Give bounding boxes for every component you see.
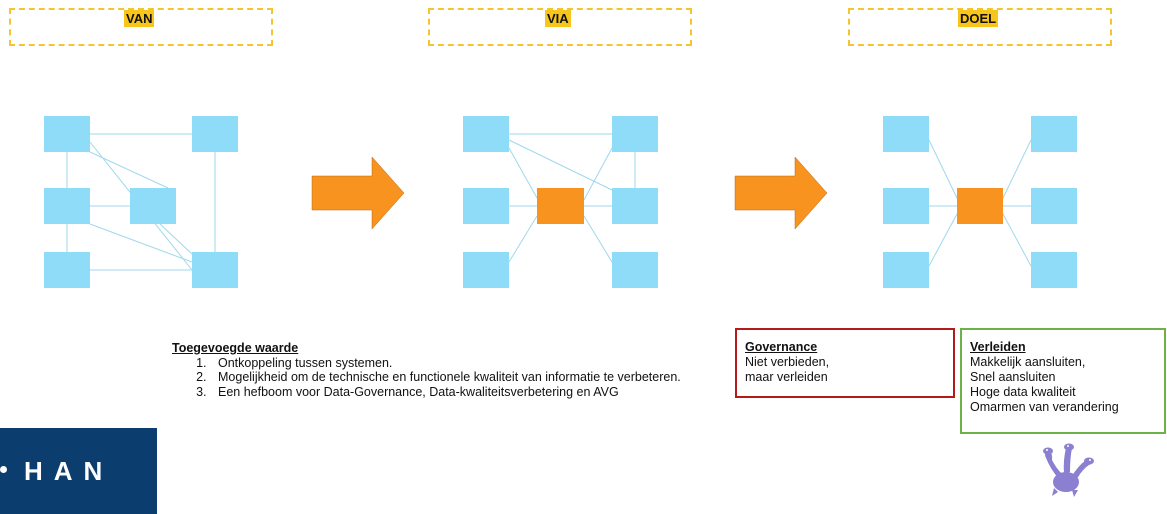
verleiden-box: Verleiden Makkelijk aansluiten, Snel aan… bbox=[960, 328, 1166, 434]
added-value-item: Mogelijkheid om de technische en functio… bbox=[210, 370, 712, 385]
stage-van-label: VAN bbox=[124, 10, 155, 27]
van-node bbox=[44, 188, 90, 224]
stage-via-box bbox=[428, 8, 692, 46]
added-value-list: Ontkoppeling tussen systemen. Mogelijkhe… bbox=[172, 356, 712, 400]
hydra-mascot-icon bbox=[1043, 443, 1094, 497]
via-node bbox=[463, 188, 509, 224]
via-diagram bbox=[508, 133, 636, 263]
doel-hub bbox=[957, 188, 1003, 224]
doel-node bbox=[883, 188, 929, 224]
van-node bbox=[44, 116, 90, 152]
doel-diagram bbox=[928, 139, 1032, 267]
doel-link bbox=[928, 213, 958, 267]
van-node bbox=[192, 116, 238, 152]
logo-dot bbox=[0, 466, 7, 473]
verleiden-line: Snel aansluiten bbox=[970, 370, 1056, 384]
doel-node bbox=[1031, 188, 1077, 224]
via-node bbox=[612, 188, 658, 224]
van-node bbox=[192, 252, 238, 288]
via-link bbox=[583, 215, 613, 263]
verleiden-line: Makkelijk aansluiten, bbox=[970, 355, 1086, 369]
han-logo-text: HAN bbox=[24, 456, 114, 486]
transition-arrow-2 bbox=[734, 156, 828, 230]
via-hub bbox=[537, 188, 584, 224]
via-node bbox=[612, 116, 658, 152]
doel-link bbox=[1002, 213, 1032, 267]
verleiden-line: Omarmen van verandering bbox=[970, 400, 1119, 414]
added-value-item: Ontkoppeling tussen systemen. bbox=[210, 356, 712, 371]
integration-diagrams bbox=[44, 116, 1077, 288]
stage-doel-box bbox=[848, 8, 1112, 46]
doel-link bbox=[1002, 139, 1032, 199]
added-value-title: Toegevoegde waarde bbox=[172, 341, 299, 355]
han-logo: HAN bbox=[0, 428, 157, 514]
via-link bbox=[508, 139, 613, 191]
doel-node bbox=[1031, 252, 1077, 288]
stage-van-box bbox=[9, 8, 273, 46]
stage-via-label: VIA bbox=[545, 10, 571, 27]
van-link bbox=[159, 223, 193, 255]
added-value-section: Toegevoegde waarde Ontkoppeling tussen s… bbox=[172, 341, 712, 399]
stage-doel-label: DOEL bbox=[958, 10, 999, 27]
added-value-item: Een hefboom voor Data-Governance, Data-k… bbox=[210, 385, 712, 400]
governance-line: Niet verbieden, bbox=[745, 355, 830, 369]
via-link bbox=[508, 147, 538, 199]
via-link bbox=[583, 147, 613, 201]
via-node bbox=[463, 252, 509, 288]
via-link bbox=[508, 215, 538, 263]
governance-box: Governance Niet verbieden, maar verleide… bbox=[735, 328, 955, 398]
doel-nodes bbox=[883, 116, 1077, 288]
van-node bbox=[130, 188, 176, 224]
verleiden-title: Verleiden bbox=[970, 340, 1026, 354]
verleiden-line: Hoge data kwaliteit bbox=[970, 385, 1076, 399]
governance-line: maar verleiden bbox=[745, 370, 828, 384]
van-link bbox=[89, 223, 193, 263]
van-node bbox=[44, 252, 90, 288]
doel-node bbox=[1031, 116, 1077, 152]
van-nodes bbox=[44, 116, 238, 288]
via-node bbox=[463, 116, 509, 152]
doel-node bbox=[883, 252, 929, 288]
doel-link bbox=[928, 139, 958, 199]
doel-node bbox=[883, 116, 929, 152]
governance-title: Governance bbox=[745, 340, 818, 354]
via-node bbox=[612, 252, 658, 288]
via-nodes bbox=[463, 116, 658, 288]
transition-arrow-1 bbox=[311, 156, 405, 230]
